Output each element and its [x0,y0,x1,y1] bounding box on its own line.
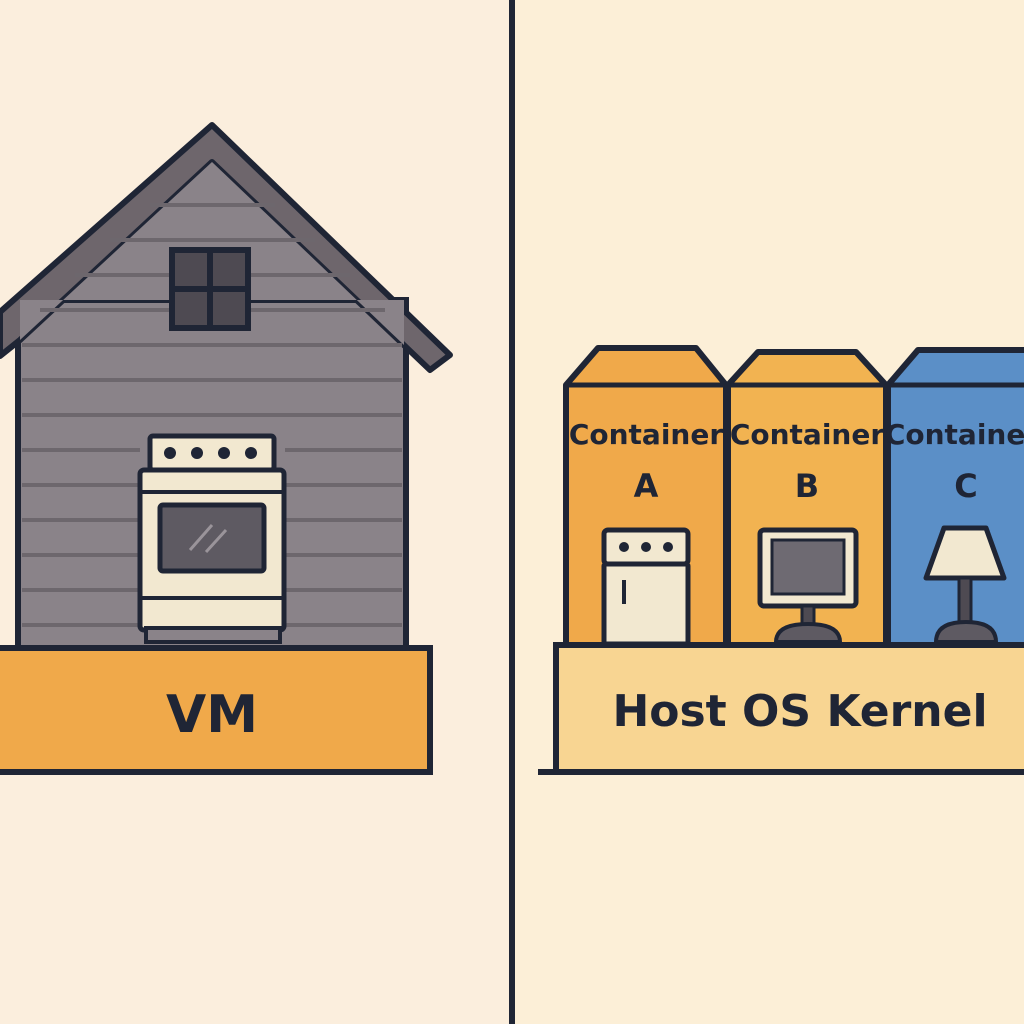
host-kernel-label: Host OS Kernel [612,686,987,737]
monitor-icon [757,527,859,644]
vm-bar: VM [0,645,433,775]
container-a-title: Container [569,418,724,451]
fridge-stove-icon [601,527,691,647]
house-siding [22,203,402,627]
container-b-letter: B [795,467,819,505]
container-a-letter: A [634,467,659,505]
vm-label: VM [166,685,258,745]
host-kernel-bar: Host OS Kernel [538,642,1024,775]
container-c: Container C [885,347,1024,648]
container-b-title: Container [730,418,885,451]
container-b: Container B [725,349,889,648]
container-c-title: Container [885,418,1024,451]
stove-icon [137,433,287,644]
window-icon [169,247,251,331]
container-a: Container A [563,345,729,648]
lamp-icon [923,525,1007,644]
container-c-letter: C [954,467,977,505]
